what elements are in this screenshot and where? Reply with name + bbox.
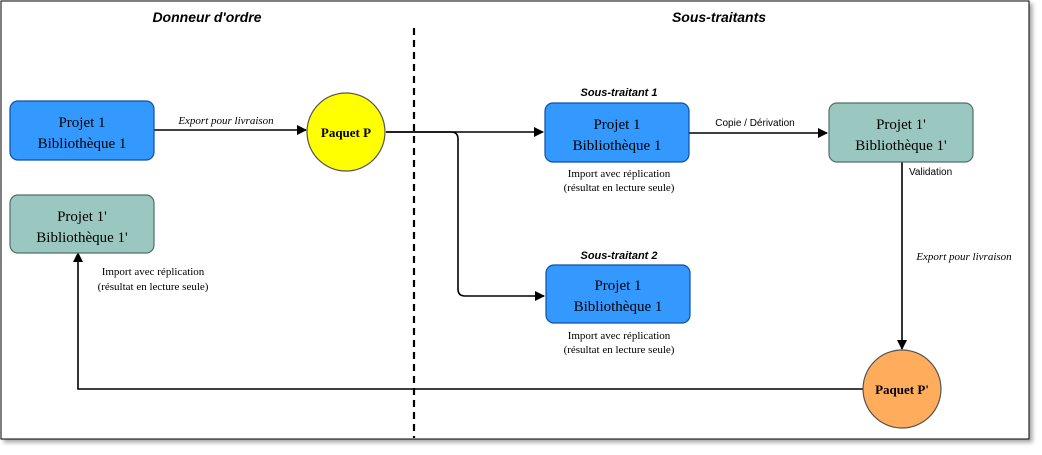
label-import-client-line1: Import avec réplication [102, 266, 205, 278]
node-paquet-p-circle [306, 92, 386, 172]
node-paquet-p-label: Paquet P [321, 125, 371, 140]
node-client-project[interactable]: Projet 1 Bibliothèque 1 [9, 100, 155, 161]
node-paquet-p[interactable]: Paquet P [306, 92, 386, 172]
node-sub2-project-box [545, 264, 691, 324]
header-donneur-ordre: Donneur d'ordre [152, 9, 261, 25]
node-paquet-p-prime-label: Paquet P' [875, 382, 929, 397]
node-sub2-project-line1: Projet 1 [594, 278, 641, 294]
label-import-sub2-line1: Import avec réplication [568, 330, 671, 342]
node-sub2-project-line2: Bibliothèque 1 [574, 299, 663, 315]
node-sub1-project-prime-line2: Bibliothèque 1' [855, 138, 947, 154]
node-sub1-project-prime-box [828, 102, 974, 163]
node-client-project-prime-box [9, 194, 155, 254]
node-client-project-prime[interactable]: Projet 1' Bibliothèque 1' [9, 194, 155, 254]
node-client-project-line1: Projet 1 [58, 115, 105, 131]
header-sous-traitants: Sous-traitants [672, 9, 766, 25]
edge-paquet-to-sub2 [386, 131, 545, 301]
node-paquet-p-prime-circle [862, 349, 942, 429]
node-sub1-project-prime-line1: Projet 1' [876, 117, 926, 133]
sub1-title: Sous-traitant 1 [580, 87, 657, 99]
label-import-sub1-line2: (résultat en lecture seule) [564, 182, 675, 194]
label-import-sub2-line2: (résultat en lecture seule) [564, 344, 675, 356]
node-paquet-p-prime[interactable]: Paquet P' [862, 349, 942, 429]
diagram-frame [0, 0, 1030, 440]
sub2-title: Sous-traitant 2 [580, 250, 657, 262]
node-sub1-project-prime[interactable]: Projet 1' Bibliothèque 1' [828, 102, 974, 163]
label-export-sub: Export pour livraison [915, 251, 1012, 263]
label-copy-derivation: Copie / Dérivation [715, 118, 794, 129]
node-client-project-box [9, 100, 155, 161]
label-validation: Validation [909, 167, 952, 178]
node-sub1-project[interactable]: Projet 1 Bibliothèque 1 [544, 102, 690, 163]
node-sub1-project-line2: Bibliothèque 1 [573, 138, 662, 154]
label-import-client-line2: (résultat en lecture seule) [98, 281, 209, 293]
node-sub1-project-line1: Projet 1 [593, 117, 640, 133]
edge-return-to-client [73, 252, 863, 390]
node-client-project-prime-line1: Projet 1' [57, 209, 107, 225]
node-client-project-prime-line2: Bibliothèque 1' [36, 230, 128, 246]
node-sub2-project[interactable]: Projet 1 Bibliothèque 1 [545, 264, 691, 324]
label-export-client: Export pour livraison [177, 115, 274, 127]
node-client-project-line2: Bibliothèque 1 [38, 136, 127, 152]
label-import-sub1-line1: Import avec réplication [568, 168, 671, 180]
node-sub1-project-box [544, 102, 690, 163]
